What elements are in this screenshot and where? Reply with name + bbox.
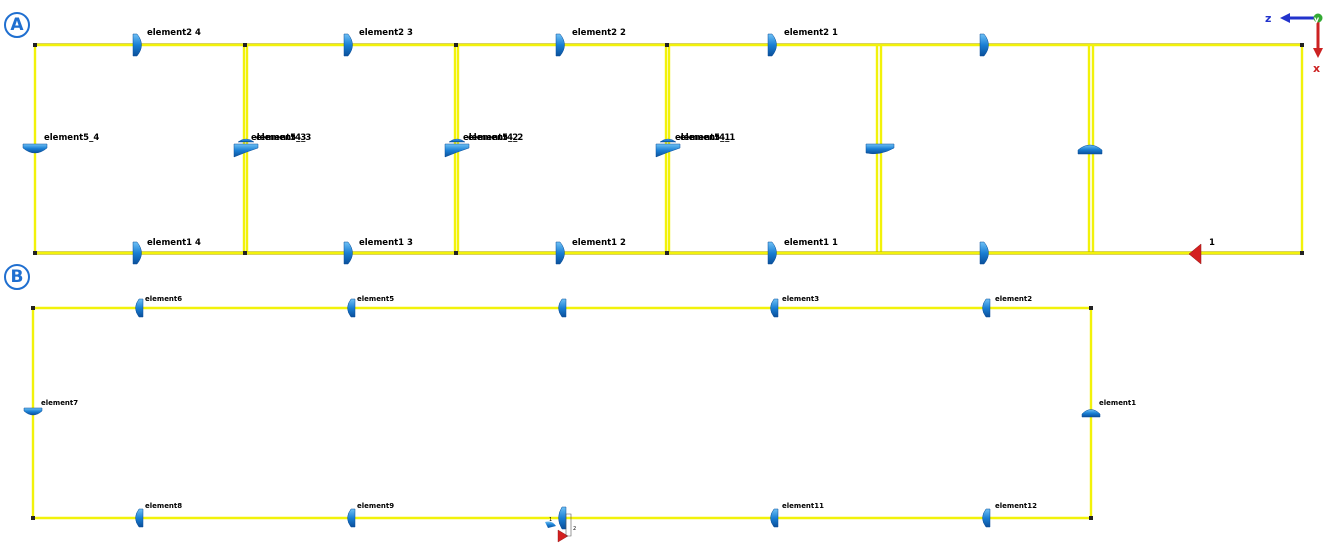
panel-a-middle-elements: [22, 138, 1103, 158]
element-marker: [979, 33, 989, 57]
label-element2-4: element2 4: [147, 28, 201, 38]
label-element5-1: element5_1: [675, 133, 730, 143]
label-port-1: 1: [1209, 238, 1215, 248]
axis-z-head: [1280, 13, 1290, 23]
label-port-2: 2: [573, 526, 576, 532]
label-element1-2: element1 2: [572, 238, 626, 248]
panel-a-labels: element2 4 element2 3 element2 2 element…: [44, 28, 1215, 248]
label-element1-3: element1 3: [359, 238, 413, 248]
label-element1: element1: [1099, 399, 1136, 407]
element-marker: [558, 506, 567, 530]
element-marker: [979, 241, 989, 265]
element-marker: [770, 298, 779, 318]
element-marker: [1077, 144, 1103, 155]
element-marker: [659, 138, 677, 143]
panel-b-labels: element6 element5 element3 element2 elem…: [41, 295, 1136, 532]
panel-a-top-elements: [132, 33, 989, 57]
label-element12: element12: [995, 502, 1037, 510]
panel-b-wires: [31, 306, 1093, 520]
label-element6: element6: [145, 295, 182, 303]
panel-b-badge: B: [4, 264, 30, 290]
label-element4-3: element4_3: [256, 133, 311, 143]
element-marker: [135, 508, 144, 528]
panel-b-bottom-elements: [135, 506, 991, 530]
element-marker: [767, 241, 777, 265]
label-element2-1: element2 1: [784, 28, 838, 38]
element-marker: [343, 241, 353, 265]
panel-a-bottom-elements: [132, 241, 989, 265]
axis-y-label: y: [1314, 15, 1320, 24]
axis-x-head: [1313, 48, 1323, 58]
element-marker: [23, 407, 43, 416]
label-element2-3: element2 3: [359, 28, 413, 38]
element-marker: [558, 298, 567, 318]
element-marker: [448, 138, 466, 143]
panel-b-nodes: [31, 306, 1093, 520]
element-marker: [135, 298, 144, 318]
port-marker: [565, 513, 572, 537]
port-marker: [545, 521, 556, 528]
element-marker: [347, 508, 356, 528]
element-marker: [132, 33, 142, 57]
element-marker: [982, 508, 991, 528]
label-element1-1: element1 1: [784, 238, 838, 248]
label-element8: element8: [145, 502, 182, 510]
label-element7: element7: [41, 399, 78, 407]
panel-b-ports: [545, 513, 572, 543]
label-element9: element9: [357, 502, 394, 510]
label-element3: element3: [782, 295, 819, 303]
element-marker: [865, 143, 895, 155]
element-marker: [555, 33, 565, 57]
label-element5-4: element5_4: [44, 133, 99, 143]
axis-z-label: z: [1265, 12, 1271, 25]
panel-b-side-elements: [23, 407, 1101, 418]
label-port-1: 1: [549, 517, 552, 523]
label-element4-1: element4_1: [680, 133, 735, 143]
element-marker: [132, 241, 142, 265]
element-marker: [22, 143, 48, 154]
element-marker: [770, 508, 779, 528]
axis-triad: z y x: [1265, 12, 1323, 75]
panel-b-top-elements: [135, 298, 991, 318]
port-marker: [557, 529, 569, 543]
axis-y-dot: [1313, 13, 1323, 23]
panel-a-badge: A: [4, 12, 30, 38]
element-marker: [982, 298, 991, 318]
element-marker: [343, 33, 353, 57]
element-marker: [555, 241, 565, 265]
panel-a-nodes: [33, 43, 1304, 255]
label-element2-2: element2 2: [572, 28, 626, 38]
label-element4-2: element4_2: [468, 133, 523, 143]
element-marker: [655, 143, 681, 158]
label-element5: element5: [357, 295, 394, 303]
label-element5-2: element5_2: [463, 133, 518, 143]
axis-x-label: x: [1313, 62, 1320, 75]
element-marker: [767, 33, 777, 57]
label-element5-3: element5_3: [251, 133, 306, 143]
port-marker: [1188, 243, 1202, 265]
element-marker: [444, 143, 470, 158]
element-marker: [233, 143, 259, 158]
label-element2: element2: [995, 295, 1032, 303]
element-marker: [1081, 409, 1101, 418]
element-marker: [237, 138, 255, 143]
label-element11: element11: [782, 502, 824, 510]
element-marker: [347, 298, 356, 318]
label-element1-4: element1 4: [147, 238, 201, 248]
